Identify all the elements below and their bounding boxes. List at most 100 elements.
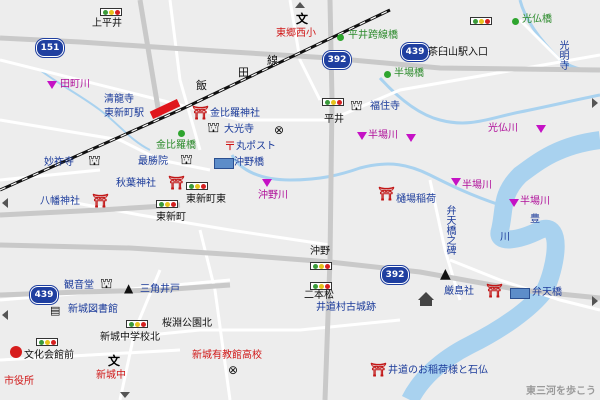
bridge-marker-icon <box>384 71 391 78</box>
route-392-shield-south: 392 <box>381 266 409 284</box>
river-marker-icon <box>406 134 416 142</box>
label-kobutsugawa: 光仏川 <box>488 123 518 134</box>
railway <box>0 8 391 192</box>
city-hall-icon <box>10 346 22 358</box>
label-seiryuji: 清龍寺 <box>104 94 134 105</box>
label-benten-stele: 弁天橋之碑 <box>444 205 455 255</box>
round-post-icon: 〒 <box>224 139 237 153</box>
label-okinobashi: 沖野橋 <box>234 157 264 168</box>
shrine-icon: ⛩ <box>168 176 185 191</box>
label-shinshiro-chugaku-kita: 新城中学校北 <box>100 332 160 343</box>
bridge-marker-icon <box>337 34 344 41</box>
label-daikoji: 大光寺 <box>224 124 254 135</box>
road-392-north-south <box>322 0 335 400</box>
rail-label-3: 線 <box>267 54 278 67</box>
rail-label-2: 田 <box>238 66 249 79</box>
castle-ruin-icon <box>418 292 434 306</box>
pan-east-arrow-icon[interactable] <box>592 98 598 108</box>
traffic-signal-icon <box>156 200 178 208</box>
route-151-shield: 151 <box>36 39 64 57</box>
pan-southwest-arrow-icon[interactable] <box>2 310 8 320</box>
label-higashi-sho: 東郷西小 <box>276 28 316 39</box>
toyokawa-river <box>401 131 600 400</box>
traffic-signal-icon <box>310 262 332 270</box>
traffic-signal-icon <box>36 338 58 346</box>
label-tadagawa: 田町川 <box>60 79 90 90</box>
label-marupost: 丸ポスト <box>236 141 276 152</box>
temple-icon: ⛫ <box>350 98 363 114</box>
label-bunka-kaikan: 文化会館前 <box>24 350 74 361</box>
label-higashi-shinmachi-higashi: 東新町東 <box>186 194 226 205</box>
label-hibainari: 樋場稲荷 <box>396 194 436 205</box>
label-higashi-shinmachi: 東新町 <box>156 212 186 223</box>
post-office-icon: ⊗ <box>274 123 285 137</box>
label-idoinari: 井道のお稲荷様と石仏 <box>388 365 488 376</box>
label-shinshiro-yukyo: 新城有教館高校 <box>192 350 262 361</box>
pan-south-arrow-icon[interactable] <box>120 392 130 398</box>
shrine-icon: ⛩ <box>370 363 387 378</box>
rail-label-1: 飯 <box>196 79 207 92</box>
label-shinshiro-library: 新城図書館 <box>68 304 118 315</box>
pan-southeast-arrow-icon[interactable] <box>592 296 598 306</box>
shrine-icon: ⛩ <box>192 106 209 121</box>
label-myosaiji: 妙祚寺 <box>44 157 74 168</box>
traffic-signal-icon <box>322 98 344 106</box>
route-439-shield-west: 439 <box>30 286 58 304</box>
temple-icon: ⛫ <box>100 276 113 292</box>
pan-west-arrow-icon[interactable] <box>2 198 8 208</box>
traffic-signal-icon <box>126 320 148 328</box>
temple-icon: ⛫ <box>207 120 220 136</box>
traffic-signal-icon <box>100 8 122 16</box>
label-higashi-shinmachi-station: 東新町駅 <box>104 108 144 119</box>
label-yutaka: 豊 <box>530 214 540 225</box>
label-kokomyoji: 光明寺 <box>557 40 568 70</box>
shrine-icon: ⛩ <box>92 194 109 209</box>
label-sankakuido: 三角井戸 <box>140 284 180 295</box>
bridge-icon <box>510 288 530 299</box>
label-kouboku: 光仏橋 <box>522 14 552 25</box>
pan-north-arrow-icon[interactable] <box>295 2 305 8</box>
bridge-marker-icon <box>512 18 519 25</box>
school-icon: 文 <box>108 354 121 368</box>
road-151-439 <box>0 35 600 73</box>
label-kamihirai: 上平井 <box>92 18 122 29</box>
label-hanbagawa-1: 半場川 <box>368 130 398 141</box>
label-shinshiro-chu: 新城中 <box>96 370 126 381</box>
monument-icon: ▲ <box>124 281 134 295</box>
label-konpira-shrine: 金比羅神社 <box>210 108 260 119</box>
river-marker-icon <box>509 199 519 207</box>
bridge-icon <box>214 158 234 169</box>
tamachigawa-river <box>39 69 151 151</box>
label-itsushima: 厳島社 <box>444 286 474 297</box>
school-icon: ⊗ <box>228 363 239 377</box>
label-hachimanjinja: 八幡神社 <box>40 196 80 207</box>
label-okinogawa: 沖野川 <box>258 190 288 201</box>
traffic-signal-icon <box>186 182 208 190</box>
station-platform <box>149 99 181 119</box>
school-icon: 文 <box>296 12 309 26</box>
label-sakurabuchi: 桜淵公園北 <box>162 318 212 329</box>
label-konpirabashi: 金比羅橋 <box>156 140 196 151</box>
temple-icon: ⛫ <box>88 153 101 169</box>
library-icon: ▤ <box>50 304 61 317</box>
traffic-signal-icon <box>470 17 492 25</box>
traffic-signal-icon <box>310 282 332 290</box>
river-marker-icon <box>262 179 272 187</box>
label-idoshiro: 井道村古城跡 <box>316 302 376 313</box>
road-west-mid <box>0 202 181 218</box>
label-fukushinji: 福住寺 <box>370 101 400 112</box>
okinogawa-river <box>230 154 501 207</box>
label-akibajinja: 秋葉神社 <box>116 178 156 189</box>
road-north-branch <box>137 0 163 121</box>
label-shiyakusho: 市役所 <box>4 376 34 387</box>
river-marker-icon <box>47 81 57 89</box>
route-392-shield-north: 392 <box>323 51 351 69</box>
label-hanbagawa-3: 半場川 <box>520 196 550 207</box>
label-nihonmatsu: 二本松 <box>304 290 334 301</box>
monument-icon: ▲ <box>440 266 451 282</box>
label-kawa: 川 <box>500 232 510 243</box>
rivers <box>39 0 600 400</box>
map-credit: 東三河を歩こう <box>526 386 596 397</box>
river-marker-icon <box>357 132 367 140</box>
